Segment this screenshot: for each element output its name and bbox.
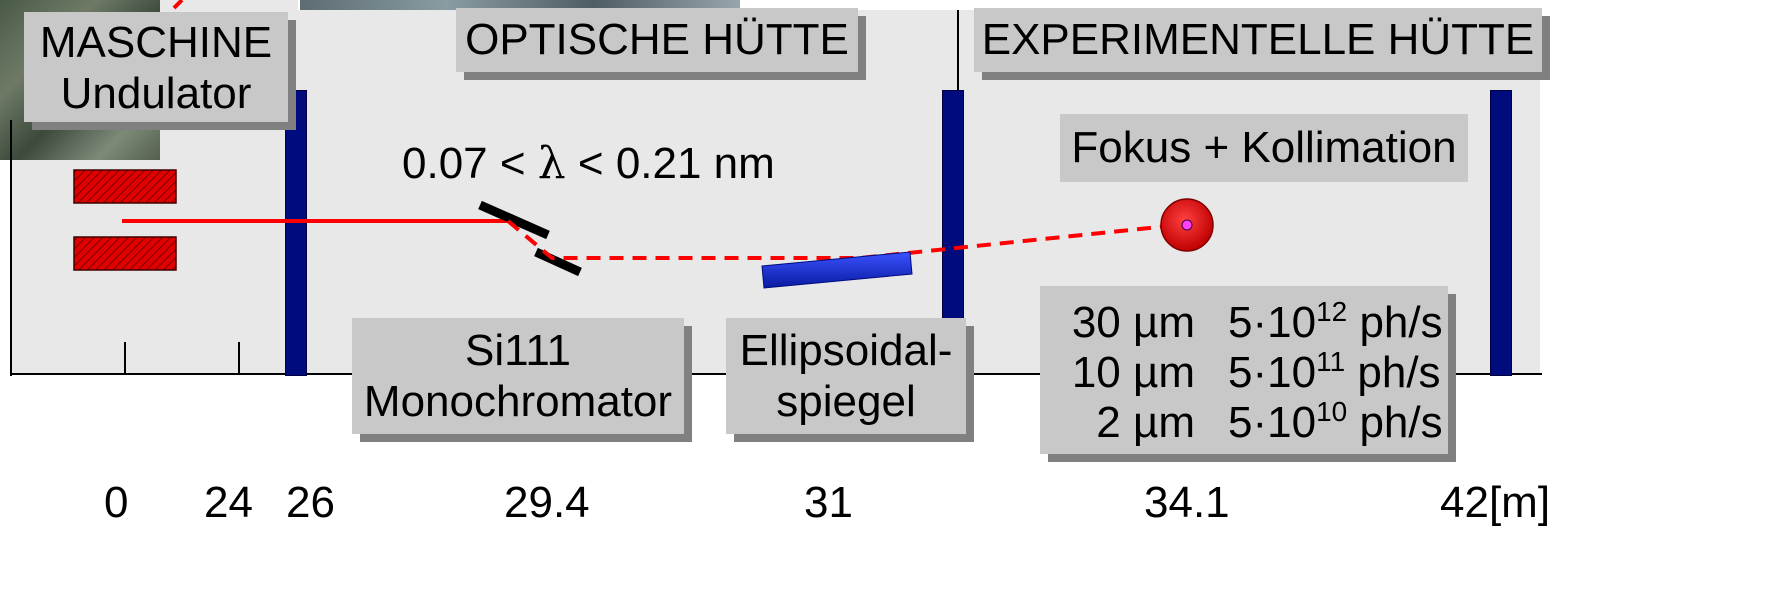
maschine-label: MASCHINE Undulator — [24, 12, 288, 122]
monochromator-line2: Monochromator — [363, 376, 673, 426]
wavelength-range: 0.07 < λ < 0.21 nm — [402, 138, 775, 189]
shielding-wall-26 — [285, 90, 307, 376]
tick-24 — [238, 342, 240, 374]
photo-pointer-line — [172, 0, 184, 10]
perf-flux-2: 5·1011 ph/s — [1228, 346, 1441, 398]
perf-flux-3: 5·1010 ph/s — [1228, 396, 1443, 448]
wavelength-prefix: 0.07 < — [402, 139, 538, 188]
perf-size-1: 30 µm — [1071, 298, 1195, 347]
performance-table: 30 µm 5·1012 ph/s 10 µm 5·1011 ph/s 2 µm… — [1040, 286, 1448, 454]
lambda-symbol: λ — [537, 138, 566, 189]
experimentelle-hutte-title: EXPERIMENTELLE HÜTTE — [981, 15, 1535, 64]
axis-label-24: 24 — [204, 478, 253, 527]
monochromator-label: Si111 Monochromator — [352, 318, 684, 434]
axis-label-0: 0 — [104, 478, 129, 527]
shielding-wall-42 — [1490, 90, 1512, 376]
perf-flux-1: 5·1012 ph/s — [1228, 296, 1443, 348]
maschine-title: MASCHINE — [39, 18, 273, 67]
axis-label-29-4: 29.4 — [504, 478, 590, 527]
undulator-upper-magnet — [73, 169, 177, 204]
hut-divider-line — [957, 10, 959, 90]
left-border-line — [10, 120, 12, 376]
focus-center — [1181, 219, 1193, 231]
tick-0 — [124, 342, 126, 374]
ellipsoidal-mirror — [761, 251, 913, 289]
perf-size-3: 2 µm — [1096, 398, 1195, 447]
fokus-title: Fokus + Kollimation — [1071, 123, 1457, 172]
monochromator-line1: Si111 — [464, 326, 571, 375]
monochromatic-beam — [506, 219, 1189, 260]
monochromator-crystal-1 — [478, 200, 550, 240]
experimentelle-hutte-label: EXPERIMENTELLE HÜTTE — [974, 8, 1542, 72]
photo-strip — [300, 0, 740, 10]
mirror-line2: spiegel — [776, 376, 916, 426]
mirror-line1: Ellipsoidal- — [739, 326, 953, 375]
monochromator-crystal-2 — [534, 247, 582, 277]
optische-hutte-title: OPTISCHE HÜTTE — [465, 15, 849, 64]
wavelength-suffix: < 0.21 nm — [565, 139, 775, 188]
axis-label-34-1: 34.1 — [1144, 478, 1230, 527]
mirror-label: Ellipsoidal- spiegel — [726, 318, 966, 434]
undulator-lower-magnet — [73, 236, 177, 271]
axis-label-42: 42[m] — [1440, 478, 1551, 527]
perf-size-2: 10 µm — [1071, 348, 1195, 397]
axis-label-31: 31 — [804, 478, 853, 527]
undulator-title: Undulator — [60, 68, 252, 118]
axis-label-26: 26 — [286, 478, 335, 527]
fokus-label: Fokus + Kollimation — [1060, 114, 1468, 182]
optische-hutte-label: OPTISCHE HÜTTE — [456, 8, 858, 72]
